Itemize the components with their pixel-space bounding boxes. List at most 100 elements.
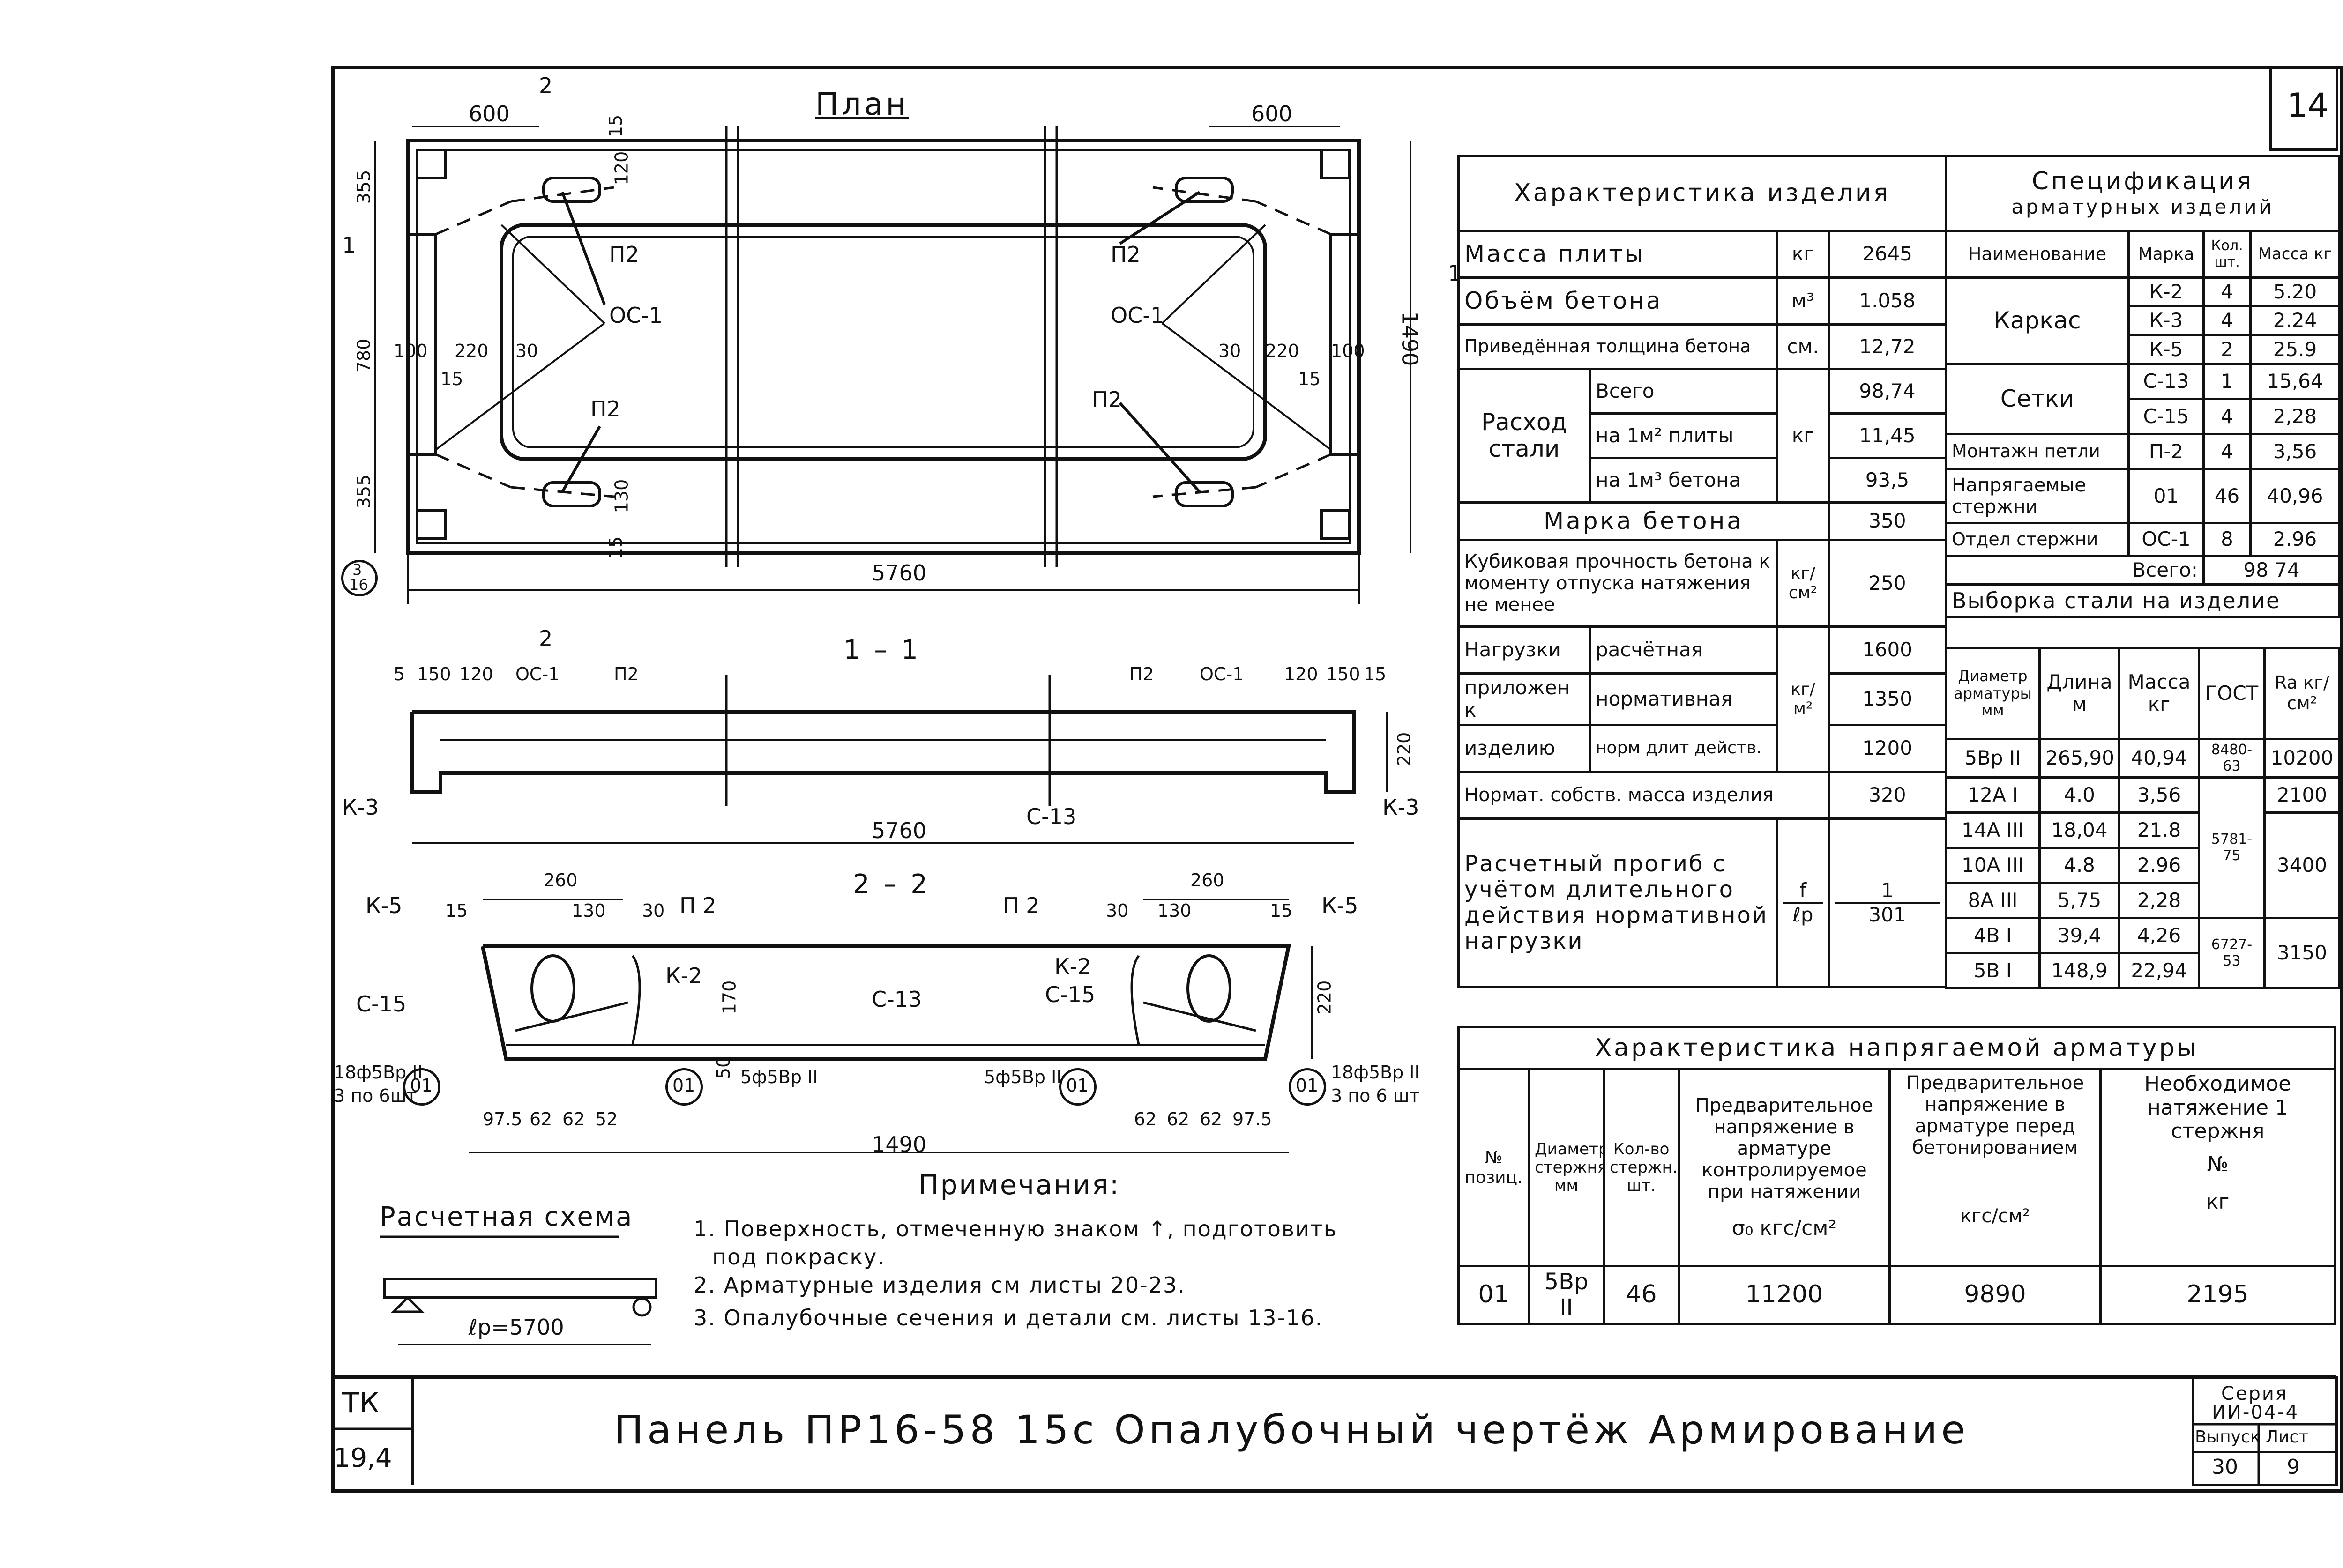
load-label-2: приложен к [1457,672,1591,726]
cube-unit: кг/см² [1776,539,1830,628]
sel-len-5: 39,4 [2038,917,2120,954]
spec-header: Спецификация арматурных изделий [1944,155,2341,232]
spec-col-mass: Масса кг [2249,230,2341,279]
s22-pos-label-2: 01 [672,1075,695,1096]
s11-dim-120-r: 120 [1284,664,1318,684]
spec-mass-p2: 3,56 [2249,432,2341,470]
s22-dim-260-r: 260 [1190,870,1224,891]
plan-opening [500,223,1267,461]
sel-diam-2: 14А III [1945,811,2041,849]
load-calc-label: расчётная [1589,625,1778,675]
characteristics-header: Характеристика изделия [1457,155,1948,232]
s22-dim-50: 50 [713,1056,734,1079]
plan-dim-1490: 1490 [1397,311,1423,366]
spec-mark-k5: К-5 [2127,334,2205,365]
pre-col-pos: № позиц. [1457,1068,1530,1267]
load-long-value: 1200 [1827,723,1948,773]
sel-gost-0: 8480-63 [2198,738,2266,779]
spec-qty-p2: 4 [2202,432,2252,470]
s22-pos-circle-3 [1059,1068,1097,1106]
s22-pos-circle-2 [665,1068,703,1106]
s22-rebar-left-2: 3 по 6шт [334,1085,417,1106]
prestress-table: Характеристика напрягаемой арматуры № по… [1457,1026,2336,1325]
thickness-unit: см. [1776,323,1830,370]
grade-label: Марка бетона [1457,501,1830,541]
pre-col-diam: Диаметр стержня мм [1528,1068,1605,1267]
mass-unit: кг [1776,230,1830,279]
s22-dim-130-l: 130 [572,900,606,921]
deflection-value-top: 1 [1835,879,1940,904]
sel-len-4: 5,75 [2038,882,2120,919]
load-norm-label: нормативная [1589,672,1778,726]
s22-label-c15-r: С-15 [1045,982,1096,1007]
spec-name-prestressed: Напрягаемые стержни [1945,468,2130,524]
s11-dim-150-l: 150 [417,664,451,684]
note-line-3: 2. Арматурные изделия см листы 20-23. [694,1272,1186,1298]
sel-ra-5: 3150 [2263,917,2341,989]
s22-dim-15-l: 15 [445,900,468,921]
s22-dim-1490: 1490 [872,1132,927,1157]
selection-header: Выборка стали на изделие [1944,583,2341,619]
plan-dim-30-r: 30 [1218,341,1241,361]
spec-name-loops: Монтажн петли [1945,432,2130,470]
plan-dim-15-bot: 15 [605,536,627,559]
scheme-span: ℓр=5700 [469,1315,564,1340]
volume-unit: м³ [1776,276,1830,326]
volume-value: 1.058 [1827,276,1948,326]
spec-col-name: Наименование [1945,230,2130,279]
sel-mass-2: 21.8 [2118,811,2200,849]
notes-title: Примечания: [918,1169,1120,1201]
spec-mark-k2: К-2 [2127,276,2205,308]
section11-outline [410,710,1356,794]
plan-label-p2-tr: П2 [1111,242,1141,267]
deflection-unit: f ℓр [1776,817,1830,988]
s22-pos-label-1: 01 [410,1075,433,1096]
sel-len-3: 4.8 [2038,847,2120,884]
plan-label-os1-l: ОС-1 [609,303,663,328]
plan-dim-780: 780 [353,338,374,373]
series-label: Серия [2221,1383,2288,1405]
spec-total-value: 98 74 [2202,554,2341,586]
sel-ra-0: 10200 [2263,738,2341,779]
thickness-value: 12,72 [1827,323,1948,370]
series-value: ИИ-04-4 [2212,1402,2299,1423]
load-unit: кг/м² [1776,625,1830,773]
sel-len-0: 265,90 [2038,738,2120,779]
section11-title: 1 – 1 [843,635,921,665]
spec-qty-k2: 4 [2202,276,2252,308]
sel-len-6: 148,9 [2038,952,2120,989]
list-label: Лист [2266,1427,2309,1447]
pre-diam: 5Вр II [1528,1264,1605,1325]
spec-mass-k5: 25.9 [2249,334,2341,365]
plan-detail-number: 3 [352,561,362,579]
pre-col-tension: Необходимое натяжение 1 стержня № кг [2099,1068,2336,1267]
sel-col-mass: Масса кг [2118,647,2200,740]
s22-dim-62a-r: 62 [1134,1109,1157,1130]
self-mass-value: 320 [1827,770,1948,820]
s11-label-p2-r: П2 [1129,664,1154,684]
steel-m3-label: на 1м³ бетона [1589,457,1778,504]
plan-label-os1-r: ОС-1 [1111,303,1164,328]
pre-pos: 01 [1457,1264,1530,1325]
sel-col-gost: ГОСТ [2198,647,2266,740]
sel-col-ra: Ra кг/см² [2263,647,2341,740]
pre-qty: 46 [1603,1264,1680,1325]
s22-label-k5-r: К-5 [1321,893,1358,918]
s22-dim-30-l: 30 [642,900,665,921]
pre-col-qty: Кол-во стержн. шт. [1603,1068,1680,1267]
steel-selection-table: Диаметр арматуры мм Длина м Масса кг ГОС… [1945,647,2341,989]
left-tab-bottom: 19,4 [334,1443,392,1473]
s22-rebar-mid-right: 5ф5Вр II [984,1067,1062,1087]
plan-dim-15-r: 15 [1298,369,1321,389]
scheme-title: Расчетная схема [380,1202,634,1232]
plan-dim-600-right: 600 [1251,101,1292,126]
spec-mass-c15: 2,28 [2249,397,2341,435]
spec-mark-p2: П-2 [2127,432,2205,470]
sel-diam-1: 12А I [1945,776,2041,814]
plan-dim-5760: 5760 [872,560,927,586]
pre-ctrl: 11200 [1678,1264,1891,1325]
thickness-label: Приведённая толщина бетона [1457,323,1778,370]
s22-dim-62b-l: 62 [562,1109,585,1130]
scheme-beam [383,1278,657,1299]
